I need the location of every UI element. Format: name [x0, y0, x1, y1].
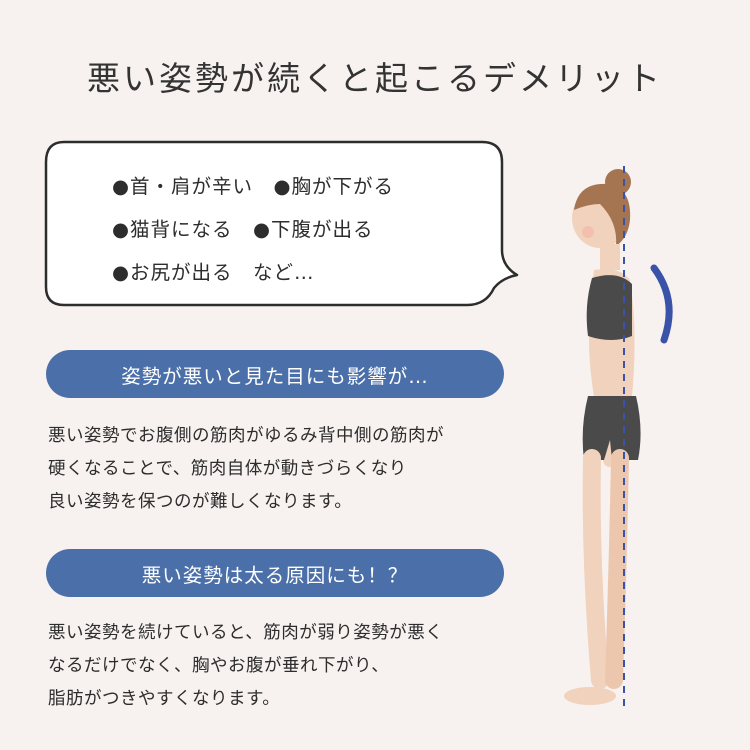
leg-back — [605, 449, 629, 689]
section-text-appearance: 悪い姿勢でお腹側の筋肉がゆるみ背中側の筋肉が 硬くなることで、筋肉自体が動きづら… — [48, 420, 518, 519]
bubble-line: ●お尻が出る など… — [112, 261, 315, 284]
page-title: 悪い姿勢が続くと起こるデメリット — [87, 59, 663, 98]
hair — [574, 183, 631, 246]
neck — [600, 244, 620, 270]
cheek — [582, 226, 594, 238]
foot — [564, 687, 616, 705]
paragraph-line: 悪い姿勢でお腹側の筋肉がゆるみ背中側の筋肉が — [48, 426, 444, 446]
section-text-weight: 悪い姿勢を続けていると、筋肉が弱り姿勢が悪く なるだけでなく、胸やお腹が垂れ下が… — [48, 617, 518, 716]
paragraph-line: 良い姿勢を保つのが難しくなります。 — [48, 492, 353, 512]
sports-bra — [586, 275, 632, 340]
paragraph-line: 悪い姿勢を続けていると、筋肉が弱り姿勢が悪く — [48, 623, 444, 643]
leg-front — [582, 449, 609, 689]
speech-bubble-shape — [44, 140, 519, 307]
back-curve-indicator — [650, 264, 673, 344]
bubble-line: ●首・肩が辛い ●胸が下がる — [112, 175, 395, 198]
bubble-line: ●猫背になる ●下腹が出る — [112, 218, 374, 241]
speech-bubble: ●首・肩が辛い ●胸が下がる ●猫背になる ●下腹が出る ●お尻が出る など… — [42, 140, 519, 308]
paragraph-line: なるだけでなく、胸やお腹が垂れ下がり、 — [48, 656, 390, 676]
section-heading-appearance: 姿勢が悪いと見た目にも影響が… — [46, 350, 504, 398]
paragraph-line: 硬くなることで、筋肉自体が動きづらくなり — [48, 459, 407, 479]
woman-posture-illustration — [560, 160, 680, 720]
shorts — [582, 396, 641, 460]
paragraph-line: 脂肪がつきやすくなります。 — [48, 689, 281, 709]
section-heading-weight: 悪い姿勢は太る原因にも！？ — [46, 549, 504, 597]
